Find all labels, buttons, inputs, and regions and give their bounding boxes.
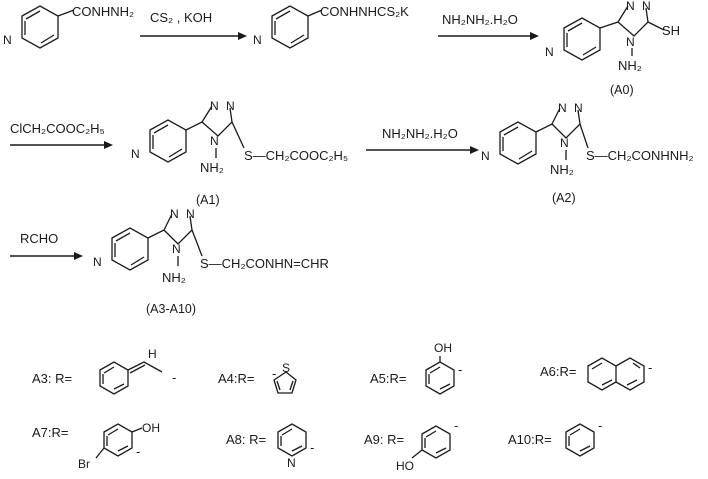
reagent-step4: NH₂NH₂.H₂O — [382, 126, 458, 141]
attachment-mark: - — [598, 418, 602, 433]
hydrazone-side-chain: S—CH₂CONHN=CHR — [200, 256, 329, 271]
attachment-mark: - — [272, 366, 276, 381]
thiol-group: SH — [662, 23, 680, 38]
substituent-label-a8: A8: R= — [226, 432, 266, 447]
attachment-mark: - — [454, 418, 458, 433]
a0-structure: N N N N SH NH₂ (A0) — [545, 0, 680, 97]
attachment-mark: - — [172, 370, 176, 385]
amino-group: NH₂ — [618, 58, 642, 73]
pyridine-n-atom: N — [3, 33, 12, 47]
amino-group: NH₂ — [200, 160, 224, 175]
triazole-n4: N — [210, 134, 219, 148]
triazole-n1: N — [558, 101, 567, 115]
triazole-n4: N — [626, 35, 635, 49]
triazole-n1: N — [626, 0, 635, 13]
attachment-mark: - — [458, 362, 462, 377]
thiophene-s-atom: S — [282, 361, 290, 375]
hydroxyl-group: OH — [142, 421, 160, 435]
substituent-a6: A6:R= - — [540, 357, 652, 391]
vinyl-h-atom: H — [148, 347, 157, 361]
a2-side-chain: S—CH₂CONHNH₂ — [586, 148, 694, 163]
substituent-label-a3: A3: R= — [32, 371, 72, 386]
compound-label-a0: (A0) — [610, 83, 634, 97]
attachment-mark: - — [648, 360, 652, 375]
pyridine-n-atom: N — [93, 255, 102, 269]
triazole-n1: N — [210, 99, 219, 113]
triazole-n2: N — [226, 99, 235, 113]
pyridine-n-atom: N — [131, 147, 140, 161]
attachment-mark: - — [310, 440, 314, 455]
isoniazid-structure: N CONHNH₂ — [3, 4, 134, 49]
substituent-a10: A10:R= - — [508, 418, 602, 457]
pyridine-n-atom: N — [481, 149, 490, 163]
a3-a10-structure: N N N N S—CH₂CONHN=CHR NH₂ (A3-A10) — [93, 207, 329, 316]
substituent-label-a4: A4:R= — [218, 371, 255, 386]
substituent-a8: A8: R= N - — [226, 423, 314, 470]
triazole-n2: N — [186, 207, 195, 221]
substituent-a7: A7:R= OH Br - — [32, 421, 160, 471]
substituent-label-a10: A10:R= — [508, 432, 552, 447]
compound-label-a3-a10: (A3-A10) — [146, 302, 196, 316]
substituent-a5: A5:R= OH - — [370, 341, 462, 395]
a2-structure: N N N N S—CH₂CONHNH₂ NH₂ (A2) — [481, 101, 694, 205]
pyridine-n-atom: N — [545, 45, 554, 59]
bromo-group: Br — [78, 457, 90, 471]
triazole-n2: N — [574, 101, 583, 115]
a1-side-chain: S—CH₂COOC₂H₅ — [244, 148, 348, 163]
triazole-n1: N — [170, 207, 179, 221]
triazole-n4: N — [172, 242, 181, 256]
hydroxyl-group: HO — [396, 459, 414, 473]
amino-group: NH₂ — [550, 162, 574, 177]
hydrazide-label: CONHNH₂ — [72, 4, 134, 19]
reagent-step2: NH₂NH₂.H₂O — [442, 12, 518, 27]
substituent-label-a9: A9: R= — [364, 432, 404, 447]
substituent-label-a5: A5:R= — [370, 371, 407, 386]
pyridine-n-atom: N — [253, 33, 262, 47]
reagent-step5: RCHO — [20, 231, 58, 246]
dithiocarbazate-label: CONHNHCS₂K — [320, 4, 409, 19]
triazole-n4: N — [560, 136, 569, 150]
dithiocarbazate-structure: N CONHNHCS₂K — [253, 4, 409, 49]
triazole-n2: N — [642, 0, 651, 13]
substituent-label-a7: A7:R= — [32, 425, 69, 440]
a1-structure: N N N N S—CH₂COOC₂H₅ NH₂ (A1) — [131, 99, 348, 207]
hydroxyl-group: OH — [434, 341, 452, 355]
compound-label-a2: (A2) — [552, 191, 576, 205]
substituent-label-a6: A6:R= — [540, 364, 577, 379]
pyridine-n-atom: N — [287, 456, 296, 470]
substituent-a4: A4:R= - S — [218, 361, 297, 394]
substituent-a3: A3: R= H - — [32, 347, 176, 395]
attachment-mark: - — [136, 444, 140, 459]
reagent-step1: CS₂ , KOH — [150, 10, 212, 25]
reagent-step3: ClCH₂COOC₂H₅ — [10, 121, 105, 136]
compound-label-a1: (A1) — [196, 193, 220, 207]
amino-group: NH₂ — [162, 270, 186, 285]
substituent-a9: A9: R= - HO — [364, 418, 458, 473]
